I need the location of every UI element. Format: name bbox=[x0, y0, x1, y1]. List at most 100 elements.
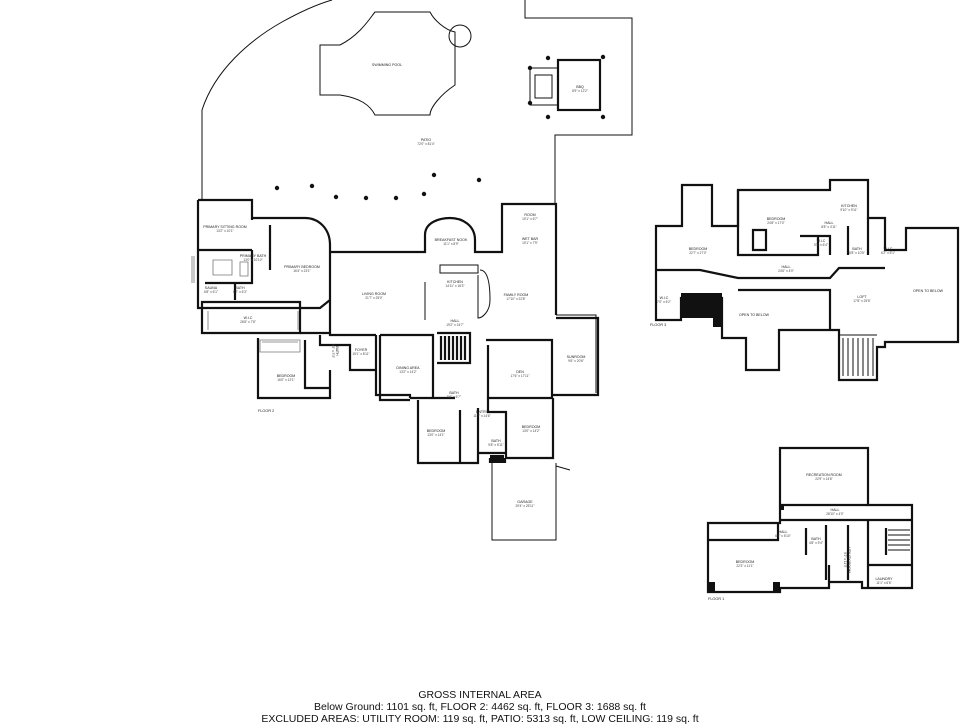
room-name-bedroom-b: BEDROOM bbox=[427, 429, 446, 433]
room-name-garage: GARAGE bbox=[517, 500, 533, 504]
bbq-room bbox=[556, 58, 602, 112]
room-name-hall-a: HALL bbox=[451, 319, 460, 323]
room-dimension-bedroom-c: 13'0" x 14'2" bbox=[522, 429, 539, 433]
room-dimension-sunroom: 9'6" x 20'6" bbox=[568, 359, 584, 363]
room-dimension-primary-sitting: 13'2" x 10'1" bbox=[216, 229, 233, 233]
room-name-recreation: RECREATION ROOM bbox=[806, 473, 841, 477]
stair-walls bbox=[437, 331, 472, 365]
room-dimension-laundry: 11'1" x 6'6" bbox=[876, 581, 891, 585]
room-dimension-dining-area: 13'2" x 14'2" bbox=[399, 370, 416, 374]
room-name-breakfast-nook: BREAKFAST NOOK bbox=[435, 238, 468, 242]
room-name-foyer: FOYER bbox=[355, 348, 368, 352]
room-name-bedroom-e: BEDROOM bbox=[767, 217, 786, 221]
room-name-dining-area: DINING AREA bbox=[396, 366, 420, 370]
floor-2-plan bbox=[191, 0, 633, 541]
dining-walls bbox=[378, 333, 455, 402]
room-dimension-wet-bar: 10'1" x 7'9" bbox=[522, 241, 538, 245]
room-dimension-bedroom-e: 24'8" x 17'0" bbox=[767, 221, 784, 225]
room-name-bath-b: BATH bbox=[335, 346, 339, 356]
room-dimension-bedroom-b: 13'0" x 14'1" bbox=[427, 433, 444, 437]
room-dimension-wic-a: 26'8" x 7'8" bbox=[240, 320, 256, 324]
south-walls bbox=[416, 398, 555, 465]
room-name-kitchen: KITCHEN bbox=[447, 280, 463, 284]
room-name-wic-d: W.I.C bbox=[660, 296, 669, 300]
room-name-open-below-a: OPEN TO BELOW bbox=[739, 313, 770, 317]
room-dimension-breakfast-nook: 11'1" x 8'9" bbox=[443, 242, 458, 246]
stair-block bbox=[713, 311, 721, 327]
room-name-hall-d: HALL bbox=[831, 508, 840, 512]
room-name-sunroom: SUNROOM bbox=[567, 355, 586, 359]
room-name-bath-f: BATH bbox=[811, 537, 821, 541]
room-dimension-sauna: 6'8" x 6'1" bbox=[204, 290, 218, 294]
room-dimension-hall-d: 28'10" x 4'0" bbox=[826, 512, 843, 516]
room-dimension-wic-d: 7'0" x 6'2" bbox=[657, 300, 671, 304]
room-dimension-wic-b: 5'5" x 6'4" bbox=[814, 243, 828, 247]
room-dimension-bath-b: 5'3" x 5'3" bbox=[331, 344, 335, 358]
room-dimension-hall-c: 24'6" x 4'0" bbox=[778, 269, 794, 273]
room-name-utility: UTILITY ROOM bbox=[847, 547, 851, 573]
room-name-hall-e: HALL bbox=[779, 530, 788, 534]
utility-block bbox=[490, 455, 504, 463]
room-dimension-bath-a: 6'7" x 6'3" bbox=[233, 290, 247, 294]
room-name-loft: LOFT bbox=[857, 295, 867, 299]
patio-outline bbox=[201, 0, 633, 205]
room-dimension-bbq: 8'9" x 12'2" bbox=[572, 89, 588, 93]
room-name-primary-sitting: PRIMARY SITTING ROOM bbox=[203, 225, 247, 229]
room-name-family-room: FAMILY ROOM bbox=[504, 293, 529, 297]
room-name-wic-c: W.I.C bbox=[884, 247, 893, 251]
room-dimension-entry: 11'7" x 14'6" bbox=[473, 414, 490, 418]
room-dimension-primary-bedroom: 16'4" x 23'1" bbox=[293, 269, 310, 273]
room-name-wic-a: W.I.C bbox=[244, 316, 253, 320]
column-1 bbox=[708, 582, 715, 592]
room-name-entry: ENTRY bbox=[476, 410, 489, 414]
floor-1-stairs bbox=[888, 529, 910, 551]
west-wing-fixtures bbox=[191, 256, 299, 330]
room-name-bedroom-d: BEDROOM bbox=[689, 247, 708, 251]
west-wing-walls bbox=[196, 198, 302, 335]
room-dimension-room: 10'1" x 6'7" bbox=[522, 217, 538, 221]
column-2 bbox=[773, 582, 780, 592]
room-name-wet-bar: WET BAR bbox=[522, 237, 539, 241]
room-dimension-bedroom-d: 22'7" x 27'0" bbox=[689, 251, 706, 255]
room-name-bedroom-a: BEDROOM bbox=[277, 374, 296, 378]
garage-walls bbox=[491, 463, 571, 541]
room-name-primary-bedroom: PRIMARY BEDROOM bbox=[284, 265, 320, 269]
room-name-bath-d: BATH bbox=[491, 439, 501, 443]
room-name-primary-bath: PRIMARY BATH bbox=[240, 254, 267, 258]
room-dimension-foyer: 15'1" x 8'11" bbox=[352, 352, 369, 356]
floor-2-label: FLOOR 2 bbox=[258, 409, 274, 413]
west-bedroom-walls bbox=[256, 331, 332, 400]
hot-tub bbox=[448, 24, 472, 48]
room-dimension-kitchen: 14'11" x 16'3" bbox=[445, 284, 464, 288]
room-name-living-room: LIVING ROOM bbox=[362, 292, 386, 296]
floor-3-stairs bbox=[839, 334, 877, 376]
floor-3-plan bbox=[654, 178, 960, 382]
room-name-patio: PATIO bbox=[421, 138, 431, 142]
pavilion-columns bbox=[527, 54, 606, 120]
room-dimension-bath-d: 9'8" x 5'11" bbox=[488, 443, 503, 447]
floor-1-label: FLOOR 1 bbox=[708, 597, 724, 601]
room-name-room: ROOM bbox=[524, 213, 535, 217]
bbq-counter bbox=[529, 67, 558, 106]
room-dimension-den: 17'6" x 17'11" bbox=[510, 374, 529, 378]
footer-title: GROSS INTERNAL AREA bbox=[418, 689, 542, 701]
room-dimension-bedroom-a: 16'0" x 12'1" bbox=[277, 378, 294, 382]
room-name-den: DEN bbox=[516, 370, 524, 374]
kitchen-island bbox=[424, 264, 491, 320]
room-dimension-primary-bath: 13'0" x 10'10" bbox=[243, 258, 262, 262]
room-dimension-kitchen-2: 9'10" x 9'11" bbox=[840, 208, 857, 212]
room-dimension-family-room: 17'10" x 22'8" bbox=[506, 297, 525, 301]
room-name-laundry: LAUNDRY bbox=[875, 577, 893, 581]
room-dimension-bedroom-f: 22'3" x 11'1" bbox=[736, 564, 753, 568]
room-name-hall-b: HALL bbox=[825, 221, 834, 225]
floor-3-outer-walls bbox=[654, 178, 960, 382]
footer-excluded-line: EXCLUDED AREAS: UTILITY ROOM: 119 sq. ft… bbox=[261, 713, 699, 725]
room-dimension-wic-c: 6'2" x 5'1" bbox=[881, 251, 895, 255]
room-dimension-patio: 72'0" x 81'4" bbox=[417, 142, 434, 146]
room-dimension-recreation: 22'9" x 14'6" bbox=[815, 477, 832, 481]
floor-3-inner-walls bbox=[656, 190, 885, 330]
core-walls bbox=[318, 202, 558, 398]
room-dimension-garage: 29'4" x 25'11" bbox=[515, 504, 534, 508]
